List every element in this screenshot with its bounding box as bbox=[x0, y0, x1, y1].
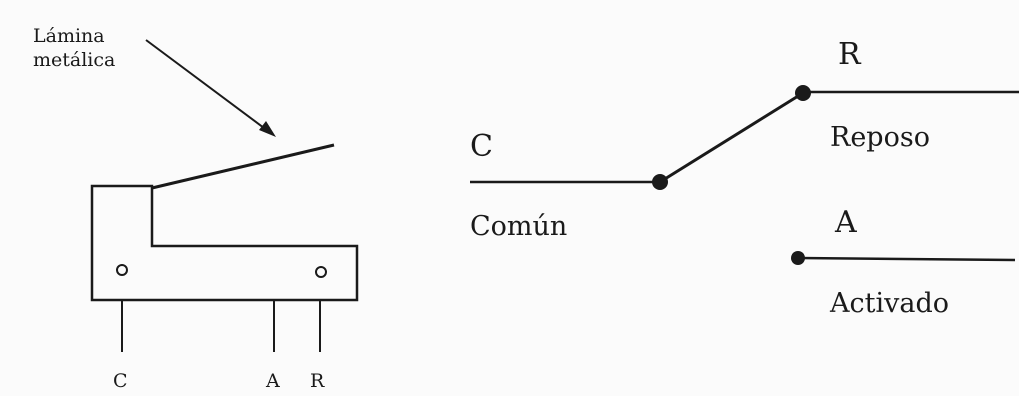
terminal-label-r: R bbox=[310, 370, 325, 392]
activated-line bbox=[797, 256, 1016, 262]
label-a: A bbox=[835, 205, 857, 240]
pointer-arrow bbox=[145, 39, 276, 137]
label-r: R bbox=[838, 37, 861, 72]
switch-arm bbox=[659, 91, 804, 184]
label-lamina-line2: metálica bbox=[33, 49, 116, 71]
label-c: C bbox=[470, 129, 493, 164]
terminal-label-c: C bbox=[113, 370, 128, 392]
label-lamina-line1: Lámina bbox=[33, 25, 105, 47]
label-comun: Común bbox=[470, 211, 568, 242]
activated-contact-dot bbox=[791, 251, 805, 265]
terminal-label-a: A bbox=[266, 370, 280, 392]
common-contact-dot bbox=[652, 174, 668, 190]
metal-strip-lever bbox=[151, 143, 335, 190]
label-reposo: Reposo bbox=[830, 122, 930, 153]
screw-hole-left bbox=[116, 264, 128, 276]
rest-contact-dot bbox=[795, 85, 811, 101]
screw-hole-right bbox=[315, 266, 327, 278]
microswitch-body bbox=[90, 184, 359, 302]
label-activado: Activado bbox=[830, 288, 949, 319]
